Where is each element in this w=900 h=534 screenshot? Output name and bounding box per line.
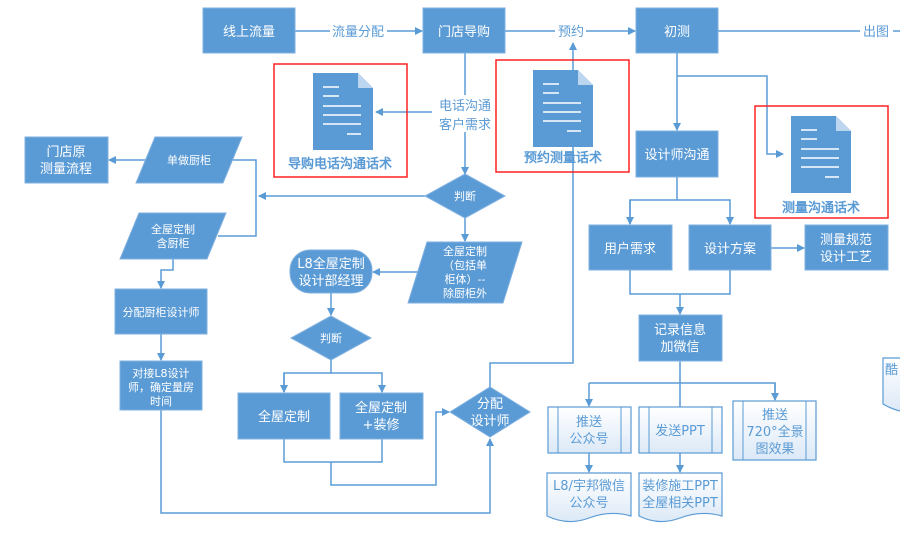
node-assign-kitchen-designer[interactable]: 分配厨柜设计师 — [114, 288, 208, 335]
svg-text:全屋定制: 全屋定制 — [258, 409, 310, 425]
node-assign-designer[interactable]: 分配设计师 — [449, 386, 531, 438]
svg-text:判断: 判断 — [454, 189, 476, 203]
edge-label-phone-comm: 电话沟通客户需求 — [439, 99, 491, 133]
node-designer-comm[interactable]: 设计师沟通 — [635, 130, 719, 178]
edge — [629, 270, 731, 314]
svg-text:全屋定制含厨柜: 全屋定制含厨柜 — [151, 222, 195, 250]
edge — [283, 412, 449, 486]
doc-appointment-script[interactable]: 预约测量话术 — [495, 59, 630, 173]
node-record-info[interactable]: 记录信息加微信 — [638, 314, 723, 362]
node-send-ppt[interactable]: 发送PPT — [638, 406, 723, 454]
node-store-original[interactable]: 门店原测量流程 — [24, 136, 109, 184]
doc-l8-wechat[interactable]: L8/宇邦微信公众号 — [546, 472, 632, 523]
svg-text:导购电话沟通话术: 导购电话沟通话术 — [288, 156, 392, 172]
svg-text:初测: 初测 — [664, 25, 690, 40]
node-user-needs[interactable]: 用户需求 — [588, 224, 673, 271]
doc-measure-comm-script[interactable]: 测量沟通话术 — [754, 105, 889, 219]
svg-text:门店导购: 门店导购 — [438, 24, 490, 40]
edge-label-appointment: 预约 — [558, 25, 584, 40]
edge — [283, 360, 382, 392]
node-partial-right[interactable]: 酷 — [882, 357, 900, 412]
svg-text:判断: 判断 — [320, 331, 342, 345]
node-whole-with-kitchen[interactable]: 全屋定制含厨柜 — [119, 212, 227, 260]
svg-text:测量沟通话术: 测量沟通话术 — [782, 200, 860, 216]
edge — [677, 75, 784, 158]
svg-text:设计师沟通: 设计师沟通 — [644, 148, 709, 163]
svg-text:全屋定制（包括单柜体）--除厨柜外: 全屋定制（包括单柜体）--除厨柜外 — [443, 244, 487, 300]
document-icon — [532, 69, 594, 148]
node-l8-manager[interactable]: L8全屋定制设计部经理 — [289, 249, 373, 294]
node-online-traffic[interactable]: 线上流量 — [202, 7, 296, 54]
svg-text:预约测量话术: 预约测量话术 — [524, 150, 602, 166]
document-icon — [790, 115, 852, 194]
svg-text:分配设计师: 分配设计师 — [470, 397, 509, 429]
svg-text:推送公众号: 推送公众号 — [569, 415, 608, 447]
svg-text:记录信息加微信: 记录信息加微信 — [654, 322, 706, 355]
svg-text:设计方案: 设计方案 — [704, 241, 756, 257]
edge-label-traffic-allocation: 流量分配 — [332, 25, 384, 40]
node-judge-2[interactable]: 判断 — [289, 315, 373, 361]
node-whole-custom[interactable]: 全屋定制 — [237, 392, 331, 440]
doc-guide-phone-script[interactable]: 导购电话沟通话术 — [273, 63, 408, 178]
svg-text:L8/宇邦微信公众号: L8/宇邦微信公众号 — [553, 479, 625, 511]
node-whole-custom-deco[interactable]: 全屋定制+装修 — [339, 392, 424, 440]
svg-text:酷: 酷 — [885, 363, 898, 378]
node-push-official[interactable]: 推送公众号 — [547, 406, 632, 454]
svg-text:分配厨柜设计师: 分配厨柜设计师 — [123, 306, 200, 319]
node-initial-measure[interactable]: 初测 — [635, 7, 719, 54]
node-judge-1[interactable]: 判断 — [423, 173, 507, 219]
node-measure-spec[interactable]: 测量规范设计工艺 — [804, 224, 889, 271]
connectors — [108, 27, 900, 514]
svg-text:门店原测量流程: 门店原测量流程 — [40, 145, 92, 177]
svg-text:用户需求: 用户需求 — [604, 241, 656, 257]
node-whole-excl-kitchen[interactable]: 全屋定制（包括单柜体）--除厨柜外 — [407, 241, 523, 304]
edge-label-output-drawing: 出图 — [863, 25, 889, 40]
svg-text:L8全屋定制设计部经理: L8全屋定制设计部经理 — [297, 256, 365, 289]
svg-text:对接L8设计师，确定量房时间: 对接L8设计师，确定量房时间 — [128, 366, 194, 408]
svg-text:测量规范设计工艺: 测量规范设计工艺 — [820, 233, 872, 265]
edge — [629, 177, 730, 224]
svg-text:线上流量: 线上流量 — [223, 25, 275, 40]
svg-text:发送PPT: 发送PPT — [655, 423, 705, 439]
node-design-plan[interactable]: 设计方案 — [688, 224, 772, 271]
node-single-kitchen[interactable]: 单做厨柜 — [135, 136, 243, 184]
edge — [218, 159, 257, 237]
svg-text:全屋定制+装修: 全屋定制+装修 — [355, 400, 407, 433]
edge — [489, 42, 577, 387]
node-contact-l8[interactable]: 对接L8设计师，确定量房时间 — [119, 360, 203, 411]
edge — [160, 410, 494, 514]
edge — [589, 361, 776, 407]
node-store-guide[interactable]: 门店导购 — [422, 7, 506, 54]
document-icon — [312, 72, 374, 151]
edge — [157, 259, 174, 289]
svg-text:单做厨柜: 单做厨柜 — [167, 153, 211, 167]
